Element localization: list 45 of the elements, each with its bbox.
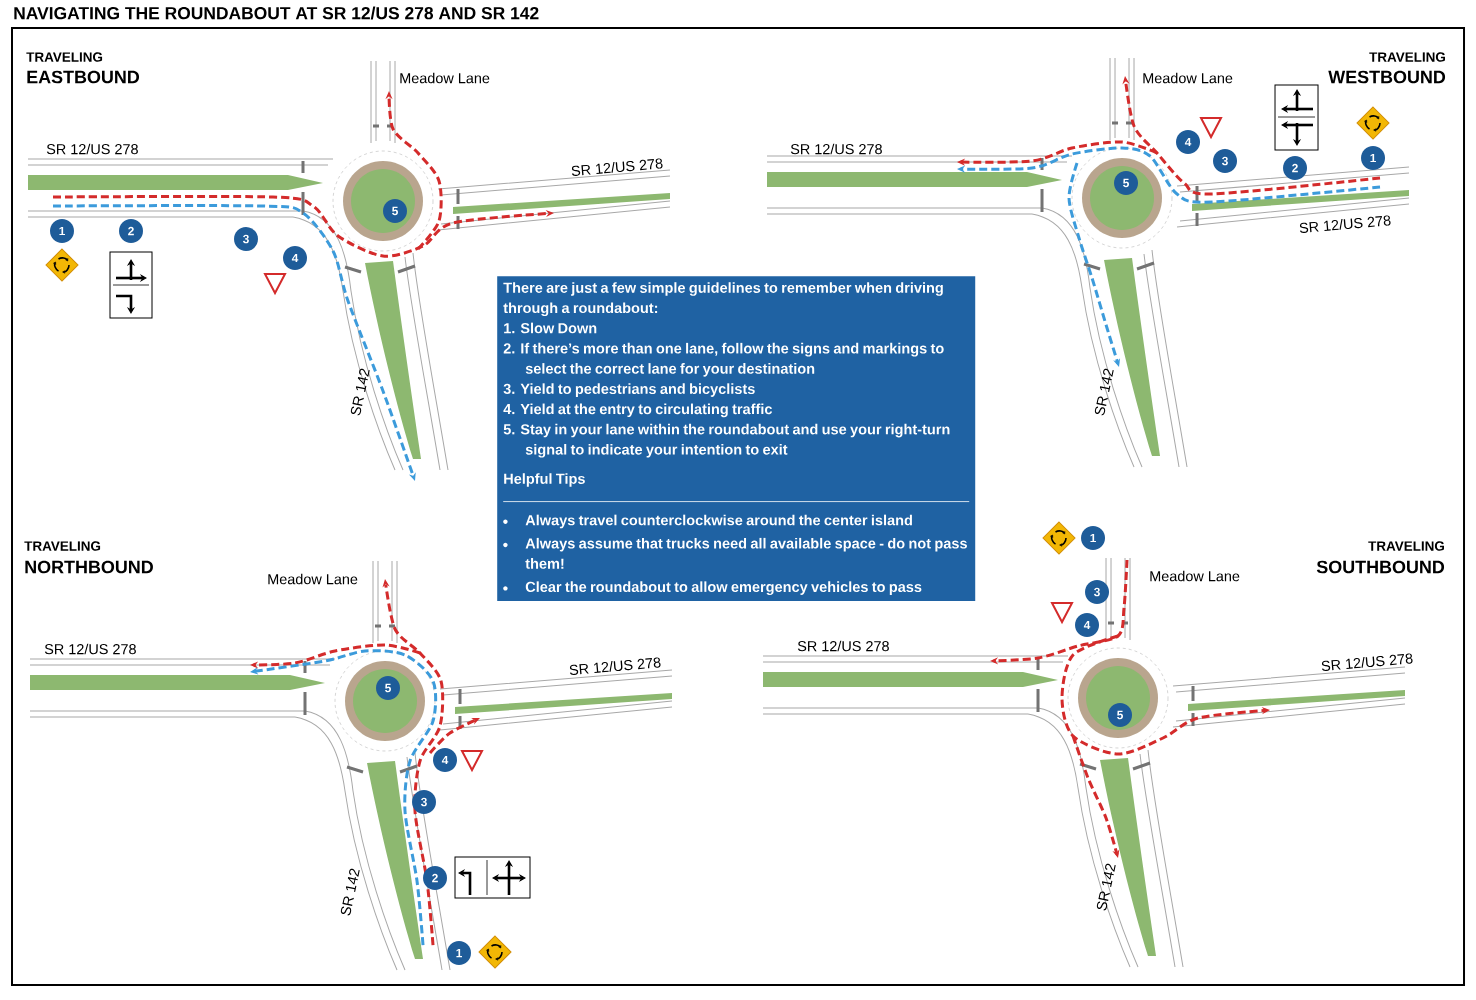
callout-number: 3: [1085, 580, 1109, 604]
callout-number: 4: [1176, 130, 1200, 154]
callout-number: 5: [383, 199, 407, 223]
road-label: SR 142: [1094, 368, 1114, 416]
callout-number: 5: [376, 676, 400, 700]
road-label: SR 12/US 278: [571, 158, 663, 176]
road-label: Meadow Lane: [268, 573, 358, 585]
direction-heading: EASTBOUND: [27, 70, 140, 84]
info-box: There are just a few simple guidelines to remember when driving through a roundabout: 1. Slow Down 2. If there’s more than one lane, follow the signs and markings to select the correct lane for your destination 3. Yield to pedestrians and bicyclists 4. Yield at the entry to circulating traffic 5. Stay in your lane within the roundabout and use your right-turn signal to indicate your intention to exit Helpful Tips Always travel counterclockwise around the center island Always assume that trucks need all available space - do not pass them! Clear the roundabout to allow emergency vehicles to pass: [497, 276, 976, 601]
callout-number: 1: [50, 219, 74, 243]
road-label: SR 12/US 278: [1299, 215, 1391, 233]
callout-number: 3: [1213, 149, 1237, 173]
road-label: SR 12/US 278: [790, 143, 882, 155]
callout-number: 2: [423, 866, 447, 890]
road-label: SR 142: [350, 368, 370, 416]
direction-heading: TRAVELING: [24, 541, 101, 551]
callout-number: 3: [234, 227, 258, 251]
callout-number: 4: [1075, 613, 1099, 637]
title: NAVIGATING THE ROUNDABOUT AT SR 12/US 278 AND SR 142: [14, 6, 539, 20]
callout-number: 1: [1081, 526, 1105, 550]
direction-heading: TRAVELING: [1368, 541, 1444, 551]
callout-number: 2: [1283, 156, 1307, 180]
direction-heading: SOUTHBOUND: [1316, 560, 1445, 574]
callout-number: 4: [433, 748, 457, 772]
direction-heading: TRAVELING: [26, 52, 103, 62]
road-label: Meadow Lane: [1143, 72, 1233, 84]
callout-number: 1: [1361, 146, 1385, 170]
road-label: SR 142: [1096, 863, 1116, 911]
callout-number: 5: [1108, 703, 1132, 727]
callout-number: 4: [283, 246, 307, 270]
callout-number: 5: [1114, 171, 1138, 195]
direction-heading: TRAVELING: [1369, 52, 1445, 62]
road-label: Meadow Lane: [1150, 570, 1240, 582]
direction-heading: WESTBOUND: [1328, 70, 1446, 84]
callout-number: 2: [119, 219, 143, 243]
road-label: SR 12/US 278: [1321, 653, 1413, 671]
direction-heading: NORTHBOUND: [25, 560, 153, 574]
road-label: Meadow Lane: [400, 72, 490, 84]
road-label: SR 142: [340, 868, 360, 916]
road-label: SR 12/US 278: [46, 143, 138, 155]
road-label: SR 12/US 278: [797, 640, 889, 652]
road-label: SR 12/US 278: [44, 643, 136, 655]
callout-number: 1: [447, 941, 471, 965]
road-label: SR 12/US 278: [569, 657, 661, 675]
callout-number: 3: [412, 790, 436, 814]
